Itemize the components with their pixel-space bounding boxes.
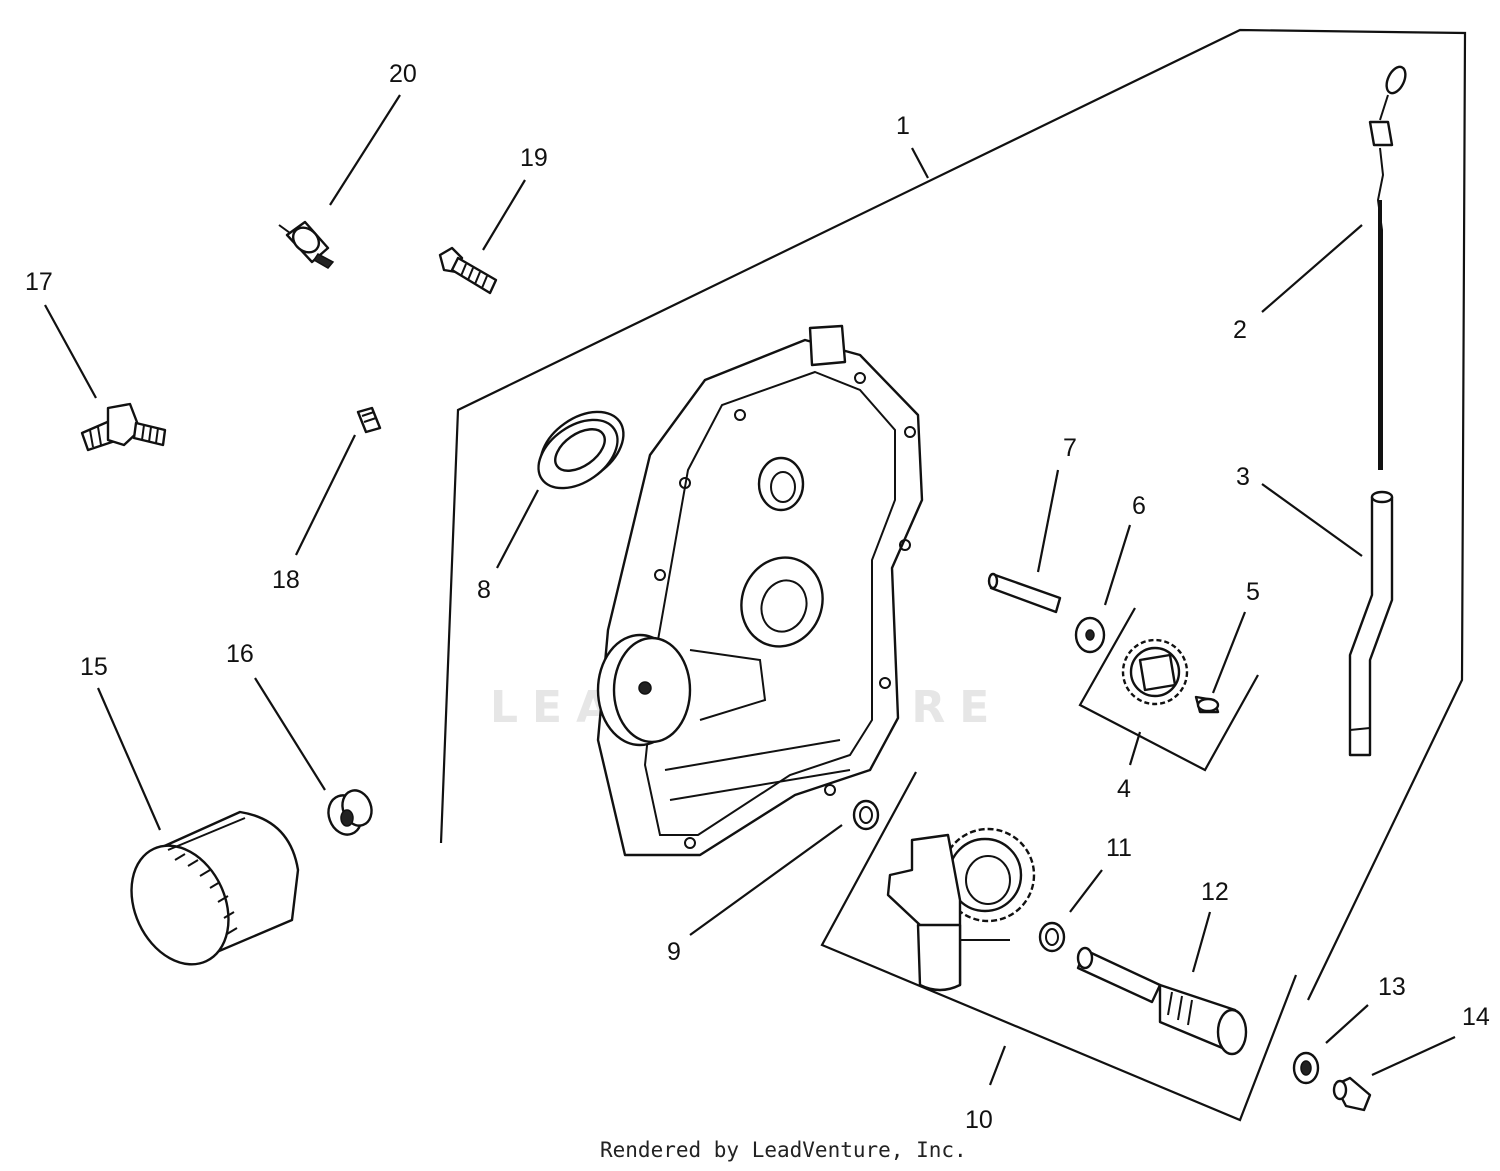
leader-16 xyxy=(254,677,326,791)
callout-4: 4 xyxy=(1117,775,1131,803)
callout-12: 12 xyxy=(1201,878,1229,906)
set-screw-part xyxy=(356,406,382,434)
leader-12 xyxy=(1191,911,1212,973)
screw-14-part xyxy=(1332,1076,1372,1112)
o-ring-9-part xyxy=(852,799,880,831)
callout-17: 17 xyxy=(25,268,53,296)
leader-1 xyxy=(911,147,929,179)
leader-20 xyxy=(329,94,401,206)
dipstick-tube-part xyxy=(1348,490,1394,757)
callout-14: 14 xyxy=(1462,1003,1490,1031)
callout-5: 5 xyxy=(1246,578,1260,606)
elbow-fitting-part xyxy=(80,402,167,452)
subassembly-frame-10 xyxy=(820,771,1298,1122)
retainer-part xyxy=(1074,616,1106,654)
oil-pressure-switch-part xyxy=(278,220,335,269)
gear-part xyxy=(1121,638,1189,706)
callout-20: 20 xyxy=(389,60,417,88)
callout-13: 13 xyxy=(1378,973,1406,1001)
leader-11 xyxy=(1069,869,1103,913)
oil-pump-part xyxy=(886,827,1036,992)
leader-2 xyxy=(1261,224,1363,313)
leader-6 xyxy=(1103,524,1132,606)
footer-credit: Rendered by LeadVenture, Inc. xyxy=(600,1138,967,1162)
leader-18 xyxy=(295,434,356,556)
drain-plug-part xyxy=(327,789,373,836)
leader-14 xyxy=(1371,1035,1456,1077)
oil-filter-part xyxy=(130,810,300,966)
leader-13 xyxy=(1325,1004,1369,1044)
leader-4 xyxy=(1128,731,1142,766)
screw-5-part xyxy=(1194,695,1220,714)
callout-10: 10 xyxy=(965,1106,993,1134)
closure-plate-part xyxy=(596,324,924,857)
o-ring-11-part xyxy=(1038,921,1066,953)
leader-7 xyxy=(1036,469,1060,573)
callout-19: 19 xyxy=(520,144,548,172)
callout-9: 9 xyxy=(667,938,681,966)
callout-8: 8 xyxy=(477,576,491,604)
leader-19 xyxy=(482,179,526,251)
leader-5 xyxy=(1211,611,1247,694)
assembly-frame-1 xyxy=(439,28,1467,1001)
dipstick-part xyxy=(1368,65,1407,470)
subassembly-frame-4 xyxy=(1078,607,1259,772)
pin-part xyxy=(987,572,1062,614)
callout-1: 1 xyxy=(896,112,910,140)
callout-7: 7 xyxy=(1063,434,1077,462)
screw-19-part xyxy=(438,246,498,295)
callout-18: 18 xyxy=(272,566,300,594)
leader-17 xyxy=(44,304,97,399)
callout-15: 15 xyxy=(80,653,108,681)
washer-part xyxy=(1292,1051,1320,1085)
callout-2: 2 xyxy=(1233,316,1247,344)
leader-8 xyxy=(496,489,539,569)
leader-9 xyxy=(689,824,843,936)
callout-11: 11 xyxy=(1106,834,1132,862)
oil-seal-part xyxy=(537,410,625,490)
leader-3 xyxy=(1261,483,1363,557)
pickup-part xyxy=(1076,946,1248,1056)
leader-10 xyxy=(988,1045,1007,1086)
callout-16: 16 xyxy=(226,640,254,668)
callout-6: 6 xyxy=(1132,492,1146,520)
callout-3: 3 xyxy=(1236,463,1250,491)
leader-15 xyxy=(96,687,162,831)
